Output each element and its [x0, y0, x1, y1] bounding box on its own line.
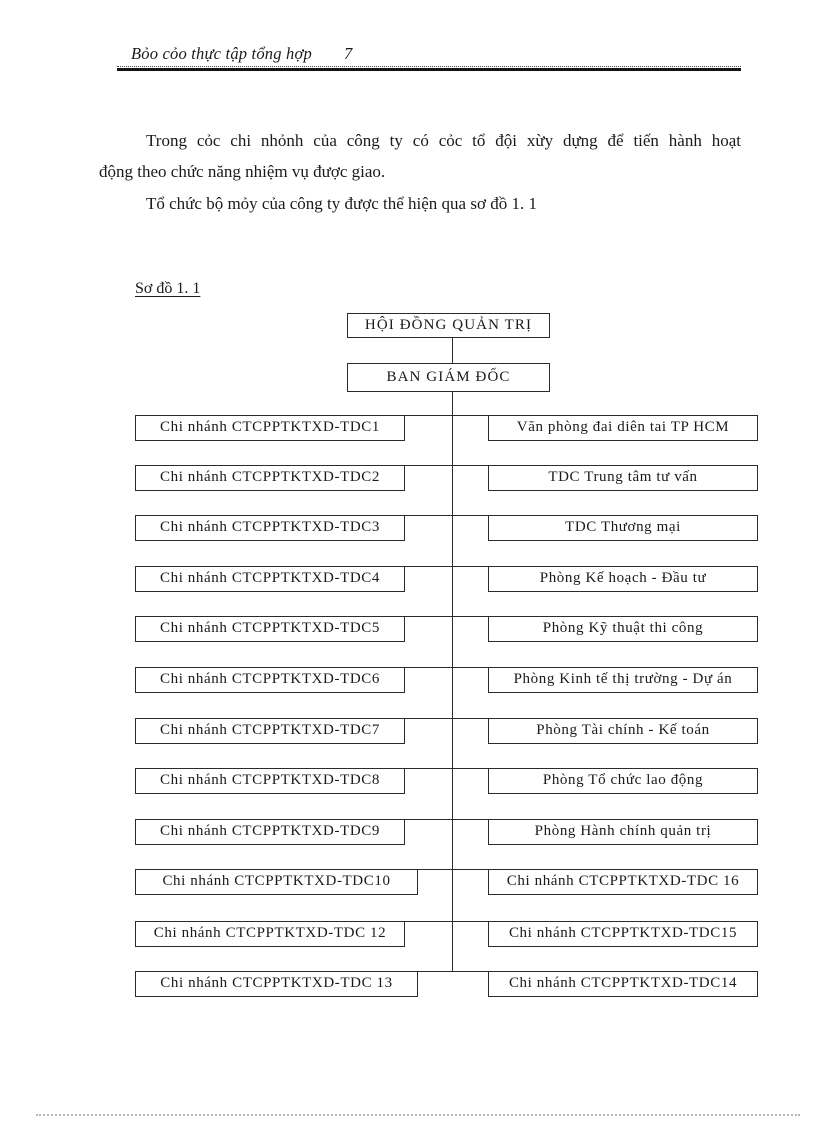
connector-row-6	[398, 667, 492, 668]
connector-root-to-board	[452, 337, 453, 363]
org-box-branch-tdc13: Chi nhánh CTCPPTKTXD-TDC 13	[135, 971, 418, 997]
connector-row-3	[398, 515, 492, 516]
org-box-branch-tdc10: Chi nhánh CTCPPTKTXD-TDC10	[135, 869, 418, 895]
org-box-branch-tdc2: Chi nhánh CTCPPTKTXD-TDC2	[135, 465, 405, 491]
connector-row-10	[398, 869, 492, 870]
connector-row-5	[398, 616, 492, 617]
connector-row-11	[398, 921, 492, 922]
header-rule	[117, 68, 741, 71]
org-box-branch-tdc4: Chi nhánh CTCPPTKTXD-TDC4	[135, 566, 405, 592]
org-box-hcm-office: Văn phòng đai diên tai TP HCM	[488, 415, 758, 441]
org-box-branch-tdc12: Chi nhánh CTCPPTKTXD-TDC 12	[135, 921, 405, 947]
org-box-technical: Phòng Kỹ thuật thi công	[488, 616, 758, 642]
org-box-market-project: Phòng Kinh tế thị trường - Dự án	[488, 667, 758, 693]
org-box-branch-tdc14: Chi nhánh CTCPPTKTXD-TDC14	[488, 971, 758, 997]
org-box-branch-tdc6: Chi nhánh CTCPPTKTXD-TDC6	[135, 667, 405, 693]
org-box-administration: Phòng Hành chính quản trị	[488, 819, 758, 845]
org-box-branch-tdc9: Chi nhánh CTCPPTKTXD-TDC9	[135, 819, 405, 845]
org-box-labor-organization: Phòng Tổ chức lao động	[488, 768, 758, 794]
connector-spine	[452, 391, 453, 971]
page-bottom-dotted-line	[36, 1114, 800, 1116]
paragraph-1-line-2: động theo chức năng nhiệm vụ được giao.	[99, 162, 386, 181]
header-title: Bỏo cỏo thực tập tổng hợp	[131, 44, 312, 63]
connector-row-2	[398, 465, 492, 466]
org-box-branch-tdc5: Chi nhánh CTCPPTKTXD-TDC5	[135, 616, 405, 642]
org-box-branch-tdc8: Chi nhánh CTCPPTKTXD-TDC8	[135, 768, 405, 794]
connector-row-1	[398, 415, 492, 416]
paragraph-1-line-1: Trong cỏc chi nhỏnh của công ty có cỏc t…	[146, 131, 741, 150]
org-box-trade: TDC Thương mại	[488, 515, 758, 541]
connector-row-12	[398, 971, 492, 972]
connector-row-8	[398, 768, 492, 769]
org-box-branch-tdc1: Chi nhánh CTCPPTKTXD-TDC1	[135, 415, 405, 441]
org-box-finance-accounting: Phòng Tài chính - Kế toán	[488, 718, 758, 744]
org-box-root: HỘI ĐỒNG QUẢN TRỊ	[347, 313, 550, 338]
org-box-consulting-center: TDC Trung tâm tư vấn	[488, 465, 758, 491]
diagram-caption: Sơ đồ 1. 1	[135, 280, 201, 297]
org-box-board: BAN GIÁM ĐỐC	[347, 363, 550, 392]
connector-row-7	[398, 718, 492, 719]
org-box-branch-tdc15: Chi nhánh CTCPPTKTXD-TDC15	[488, 921, 758, 947]
org-box-planning-investment: Phòng Kế hoạch - Đầu tư	[488, 566, 758, 592]
org-box-branch-tdc16: Chi nhánh CTCPPTKTXD-TDC 16	[488, 869, 758, 895]
header-page-number: 7	[344, 44, 353, 63]
connector-row-9	[398, 819, 492, 820]
connector-row-4	[398, 566, 492, 567]
header-rule-dotted	[117, 66, 741, 67]
org-box-branch-tdc7: Chi nhánh CTCPPTKTXD-TDC7	[135, 718, 405, 744]
paragraph-2: Tổ chức bộ mỏy của công ty được thể hiện…	[146, 194, 537, 213]
org-box-branch-tdc3: Chi nhánh CTCPPTKTXD-TDC3	[135, 515, 405, 541]
